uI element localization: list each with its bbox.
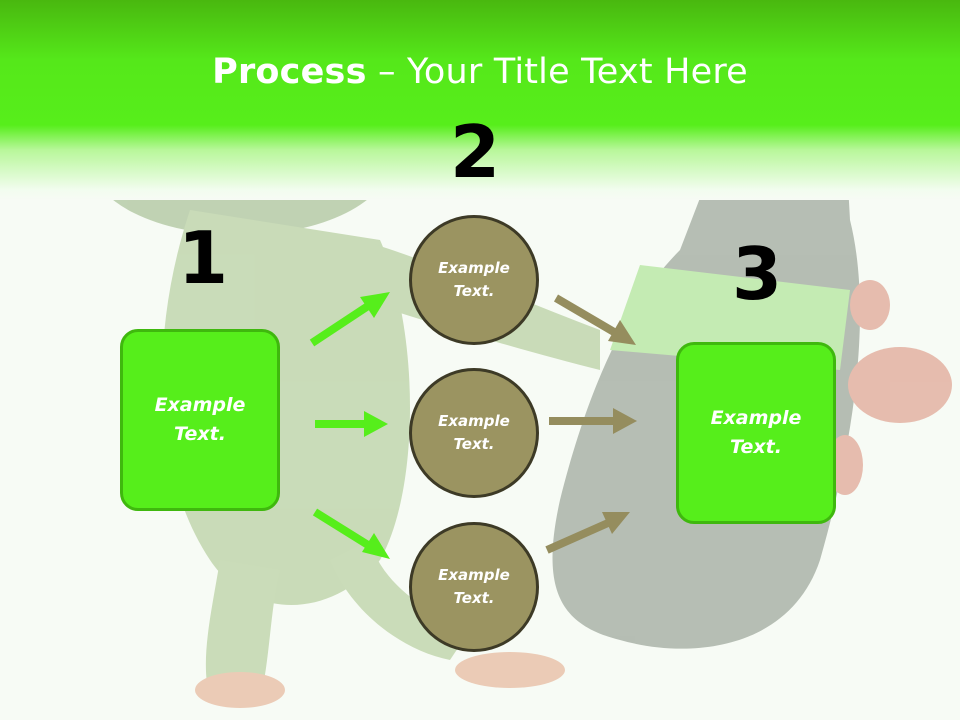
step-2-circle-bottom[interactable]: Example Text. [409,522,539,652]
step-1-box[interactable]: Example Text. [120,329,280,511]
step-number-2: 2 [450,110,501,194]
step-3-box[interactable]: Example Text. [676,342,836,524]
circle-bottom-text: Example Text. [438,566,510,607]
step-number-3: 3 [732,232,783,316]
page-title: Process – Your Title Text Here [0,52,960,92]
green-arrow-mid [315,411,388,437]
circle-middle-text: Example Text. [438,412,510,453]
step-2-circle-middle[interactable]: Example Text. [409,368,539,498]
step-3-text: Example Text. [710,407,802,458]
title-bold: Process [212,52,367,92]
header-band [0,0,960,200]
green-arrow-up [309,292,390,347]
green-arrow-down [312,508,390,559]
circle-top-text: Example Text. [438,259,510,300]
step-2-circle-top[interactable]: Example Text. [409,215,539,345]
olive-arrow-down [545,512,630,554]
step-1-text: Example Text. [154,394,246,445]
olive-arrow-mid [549,408,637,434]
title-dash: – [366,52,407,92]
step-number-1: 1 [178,216,229,300]
title-rest: Your Title Text Here [406,52,748,92]
olive-arrow-up [553,294,636,345]
